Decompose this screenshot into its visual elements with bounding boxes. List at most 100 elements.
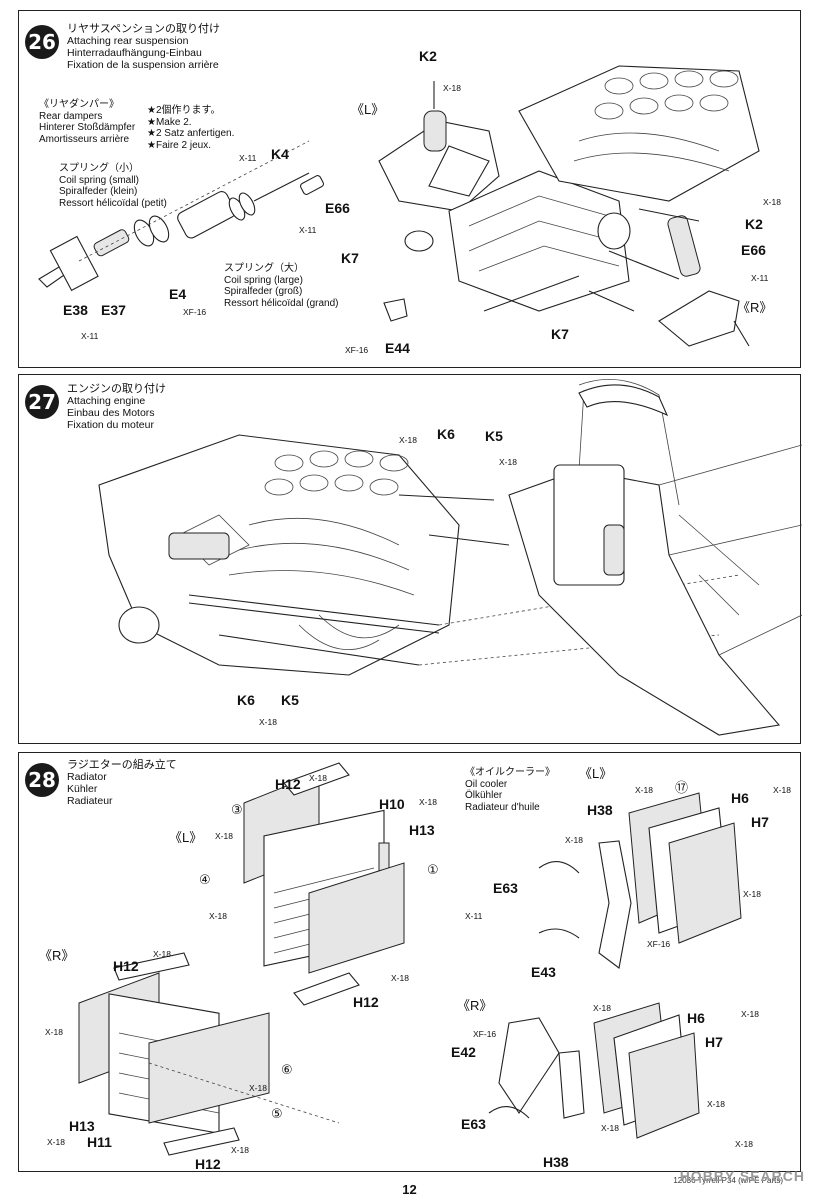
spring-large-note: スプリング（大） Coil spring (large) Spiralfeder… [224,263,339,309]
right-side-label: 《R》 [39,948,75,963]
paint-x18: X-18 [249,1083,267,1093]
title-en: Attaching engine [67,395,146,407]
paint-x18: X-18 [593,1003,611,1013]
oil-cooler-heading: 《オイルクーラー》 Oil cooler Ölkühler Radiateur … [465,767,555,813]
paint-x18: X-18 [743,889,761,899]
circled-6: ⑥ [281,1062,293,1077]
rear-dampers-heading: 《リヤダンパー》 Rear dampers Hinterer Stoßdämpf… [39,99,135,145]
part-h12: H12 [113,958,139,974]
part-h12: H12 [275,776,301,792]
part-h38: H38 [543,1154,569,1170]
step-number: 26 [25,25,59,59]
oil-cooler-de: Ölkühler [465,790,503,801]
step-title: エンジンの取り付け Attaching engine Einbau des Mo… [67,383,166,431]
oil-left-label: 《L》 [579,766,613,781]
part-h7: H7 [705,1034,723,1050]
paint-x18: X-18 [419,797,437,807]
rear-dampers-de: Hinterer Stoßdämpfer [39,122,136,133]
circled-4: ④ [199,872,211,887]
paint-x18: X-18 [399,435,417,445]
rear-dampers-fr: Amortisseurs arrière [39,133,130,145]
paint-x18: X-18 [601,1123,619,1133]
step-27-panel: 27 エンジンの取り付け Attaching engine Einbau des… [18,374,802,744]
title-fr: Fixation de la suspension arrière [67,59,219,71]
make-fr: ★Faire 2 jeux. [147,139,211,151]
rear-dampers-en: Rear dampers [39,110,103,122]
part-e38: E38 [63,302,88,318]
paint-x11: X-11 [239,153,257,163]
part-k6: K6 [237,692,255,708]
engine-install-drawing [98,379,802,736]
title-jp: ラジエターの組み立て [67,759,177,771]
step-title: リヤサスペンションの取り付け Attaching rear suspension… [67,23,220,71]
spring-small-de: Spiralfeder (klein) [59,186,138,197]
circled-5: ⑤ [271,1106,283,1121]
part-e66: E66 [741,242,766,258]
step-title: ラジエターの組み立て Radiator Kühler Radiateur [67,759,177,807]
paint-x18: X-18 [741,1009,759,1019]
title-en: Radiator [67,771,107,783]
part-h13: H13 [69,1118,95,1134]
part-k2: K2 [419,48,437,64]
watermark: HOBBY SEARCH [679,1168,805,1184]
page-number: 12 [402,1182,417,1197]
paint-x18: X-18 [153,949,171,959]
spring-large-fr: Ressort hélicoïdal (grand) [224,297,339,309]
part-e63: E63 [493,880,518,896]
paint-x18: X-18 [443,83,461,93]
paint-x18: X-18 [215,831,233,841]
part-k7: K7 [341,250,359,266]
spring-small-en: Coil spring (small) [59,174,140,186]
title-jp: エンジンの取り付け [67,383,166,395]
step-number: 27 [25,385,59,419]
part-k5: K5 [485,428,503,444]
title-de: Hinterradaufhängung-Einbau [67,47,202,59]
make-de: ★2 Satz anfertigen. [147,128,235,139]
rear-dampers-jp: 《リヤダンパー》 [39,99,119,110]
part-e44: E44 [385,340,410,356]
paint-xf16: XF-16 [183,307,207,317]
paint-x11: X-11 [299,225,317,235]
paint-xf16: XF-16 [473,1029,497,1039]
left-side-label: 《L》 [351,102,385,117]
paint-x18: X-18 [635,785,653,795]
part-h10: H10 [379,796,405,812]
title-de: Kühler [67,783,98,795]
part-h6: H6 [687,1010,705,1026]
spring-small-fr: Ressort hélicoïdal (petit) [59,197,167,209]
part-k4: K4 [271,146,289,162]
part-h38: H38 [587,802,613,818]
oil-cooler-fr: Radiateur d'huile [465,801,540,813]
paint-x18: X-18 [763,197,781,207]
paint-x11: X-11 [751,273,769,283]
paint-x11: X-11 [465,911,483,921]
part-k7: K7 [551,326,569,342]
part-k6: K6 [437,426,455,442]
title-jp: リヤサスペンションの取り付け [67,23,221,35]
part-e43: E43 [531,964,556,980]
spring-small-jp: スプリング（小） [59,163,139,174]
paint-x18: X-18 [45,1027,63,1037]
paint-x11: X-11 [81,331,99,341]
paint-x18: X-18 [231,1145,249,1155]
spring-small-note: スプリング（小） Coil spring (small) Spiralfeder… [59,163,167,209]
make-jp: ★2個作ります。 [147,105,221,116]
step-number: 28 [25,763,59,797]
oil-right-label: 《R》 [457,998,493,1013]
part-h12: H12 [195,1156,221,1172]
paint-x18: X-18 [773,785,791,795]
step-26-panel: 26 リヤサスペンションの取り付け Attaching rear suspens… [18,10,801,368]
right-side-label: 《R》 [737,300,773,315]
title-fr: Radiateur [67,795,113,807]
spring-large-jp: スプリング（大） [224,263,304,274]
circled-17: ⑰ [675,780,689,795]
title-fr: Fixation du moteur [67,419,154,431]
oil-cooler-jp: 《オイルクーラー》 [465,767,555,778]
paint-x18: X-18 [707,1099,725,1109]
footer-text: 12036 Tyrrell P34 (w/PE Parts) [673,1176,783,1185]
part-k2: K2 [745,216,763,232]
part-k5: K5 [281,692,299,708]
circled-1: ① [427,862,439,877]
part-h12: H12 [353,994,379,1010]
part-e63: E63 [461,1116,486,1132]
